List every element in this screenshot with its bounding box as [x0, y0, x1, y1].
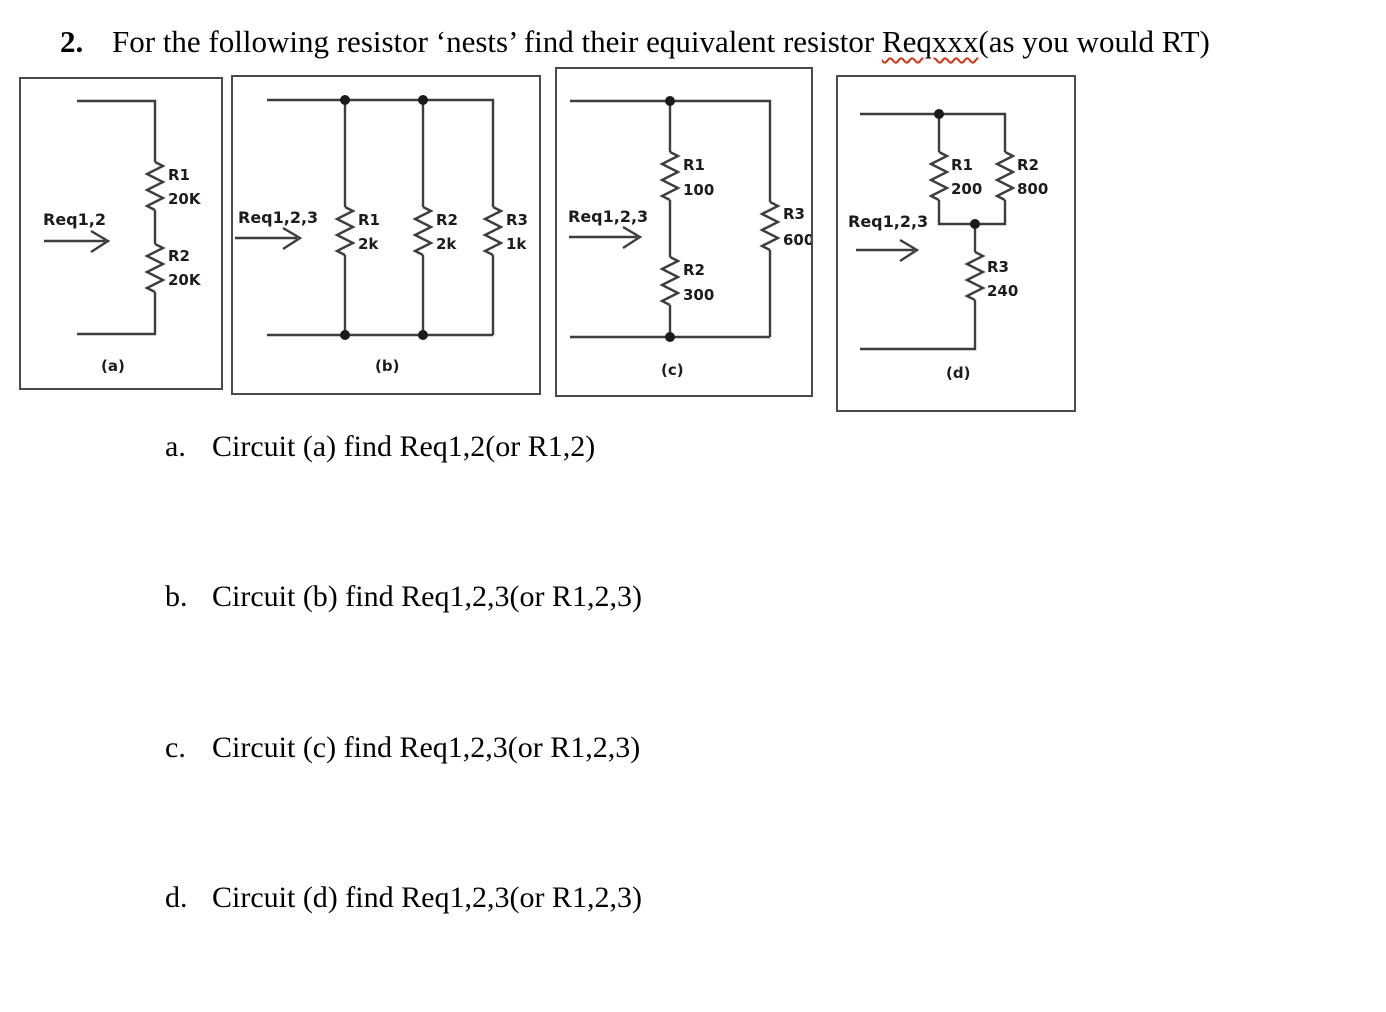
wire [77, 292, 157, 336]
circuit-caption: (b) [375, 357, 399, 375]
resistor-r2-symbol [412, 205, 434, 257]
arrow-head [282, 226, 303, 251]
wire [77, 99, 157, 162]
junction-dot [934, 109, 944, 119]
resistor-r3-symbol [964, 250, 986, 302]
req-arrow-icon [235, 226, 303, 251]
circuit-caption: (d) [946, 364, 970, 382]
resistor-r3-value-label: 240 [987, 282, 1018, 300]
resistor-r3-value-label: 600 [783, 231, 811, 249]
junction-dot [418, 95, 428, 105]
resistor-r2-name-label: R2 [168, 247, 190, 265]
resistor-r2-symbol [144, 242, 166, 294]
resistor-r3-name-label: R3 [783, 205, 805, 223]
question-text: Circuit (a) find Req1,2(or R1,2) [212, 430, 596, 463]
junction-dot [418, 330, 428, 340]
resistor-r3-name-label: R3 [506, 211, 528, 229]
circuit-c-box: R1 100 R2 300 R3 600 Req1,2,3 (c) [555, 67, 813, 397]
resistor-r3-name-label: R3 [987, 258, 1009, 276]
circuit-c-diagram: R1 100 R2 300 R3 600 Req1,2,3 (c) [568, 96, 811, 379]
circuit-b-box: R1 2k R2 2k R3 1k Req1,2,3 (b) [231, 75, 541, 395]
circuit-d-diagram: R1 200 R2 800 R3 240 Req1,2,3 (d) [848, 109, 1048, 382]
problem-number: 2. [60, 24, 84, 59]
circuit-d-box: R1 200 R2 800 R3 240 Req1,2,3 (d) [836, 75, 1076, 412]
req-arrow-icon [856, 238, 920, 263]
resistor-r2-symbol [659, 255, 681, 307]
req-label: Req1,2,3 [568, 207, 648, 226]
resistor-r1-symbol [144, 160, 166, 212]
resistor-r1-value-label: 100 [683, 181, 714, 199]
title-text-before: For the following resistor ‘nests’ find … [112, 24, 882, 59]
arrow-head [90, 229, 111, 254]
circuit-caption: (c) [661, 361, 684, 379]
question-item-b: b. Circuit (b) find Req1,2,3(or R1,2,3) [165, 580, 642, 614]
resistor-r2-value-label: 20K [168, 271, 202, 289]
title-text-after: (as you would RT) [978, 24, 1210, 59]
question-text: Circuit (c) find Req1,2,3(or R1,2,3) [212, 731, 641, 764]
junction-dot [665, 332, 675, 342]
question-text: Circuit (b) find Req1,2,3(or R1,2,3) [212, 580, 642, 613]
req-label: Req1,2,3 [238, 208, 318, 227]
resistor-r1-value-label: 2k [358, 235, 379, 253]
wire [860, 112, 1007, 152]
question-item-d: d. Circuit (d) find Req1,2,3(or R1,2,3) [165, 881, 642, 915]
circuit-caption: (a) [101, 357, 125, 375]
resistor-r2-name-label: R2 [683, 261, 705, 279]
resistor-r3-value-label: 1k [506, 235, 527, 253]
circuit-b-diagram: R1 2k R2 2k R3 1k Req1,2,3 (b) [235, 95, 528, 375]
question-letter: d. [165, 881, 188, 914]
resistor-r2-name-label: R2 [436, 211, 458, 229]
resistor-r3-symbol [759, 200, 781, 252]
question-letter: b. [165, 580, 188, 613]
resistor-r2-name-label: R2 [1017, 156, 1039, 174]
resistor-r1-symbol [659, 150, 681, 202]
resistor-r1-name-label: R1 [358, 211, 380, 229]
resistor-r2-value-label: 300 [683, 286, 714, 304]
circuit-a-box: R1 20K R2 20K Req1,2 (a) [19, 77, 223, 390]
wire [267, 98, 495, 207]
question-letter: a. [165, 430, 186, 463]
wire [860, 300, 977, 351]
resistor-r1-name-label: R1 [168, 166, 190, 184]
resistor-r2-value-label: 800 [1017, 180, 1048, 198]
resistor-r1-name-label: R1 [683, 156, 705, 174]
junction-dot [340, 330, 350, 340]
resistor-r1-value-label: 20K [168, 190, 202, 208]
question-item-c: c. Circuit (c) find Req1,2,3(or R1,2,3) [165, 731, 640, 765]
question-text: Circuit (d) find Req1,2,3(or R1,2,3) [212, 881, 642, 914]
question-item-a: a. Circuit (a) find Req1,2(or R1,2) [165, 430, 595, 464]
resistor-r1-symbol [928, 150, 950, 202]
wire [570, 99, 772, 202]
req-label: Req1,2 [43, 210, 106, 229]
junction-dot [970, 219, 980, 229]
resistor-r2-symbol [994, 150, 1016, 202]
circuit-a-diagram: R1 20K R2 20K Req1,2 (a) [43, 99, 202, 375]
resistor-r2-value-label: 2k [436, 235, 457, 253]
resistor-r1-symbol [334, 205, 356, 257]
junction-dot [665, 96, 675, 106]
misspelled-word: Reqxxx [881, 24, 979, 59]
req-label: Req1,2,3 [848, 212, 928, 231]
resistor-r1-name-label: R1 [951, 156, 973, 174]
req-arrow-icon [569, 225, 643, 250]
resistor-r3-symbol [482, 205, 504, 257]
req-arrow-icon [44, 229, 111, 254]
problem-title: 2. For the following resistor ‘nests’ fin… [60, 24, 1210, 60]
arrow-head [622, 225, 643, 250]
arrow-head [899, 238, 920, 263]
question-letter: c. [165, 731, 186, 764]
junction-dot [340, 95, 350, 105]
resistor-r1-value-label: 200 [951, 180, 982, 198]
